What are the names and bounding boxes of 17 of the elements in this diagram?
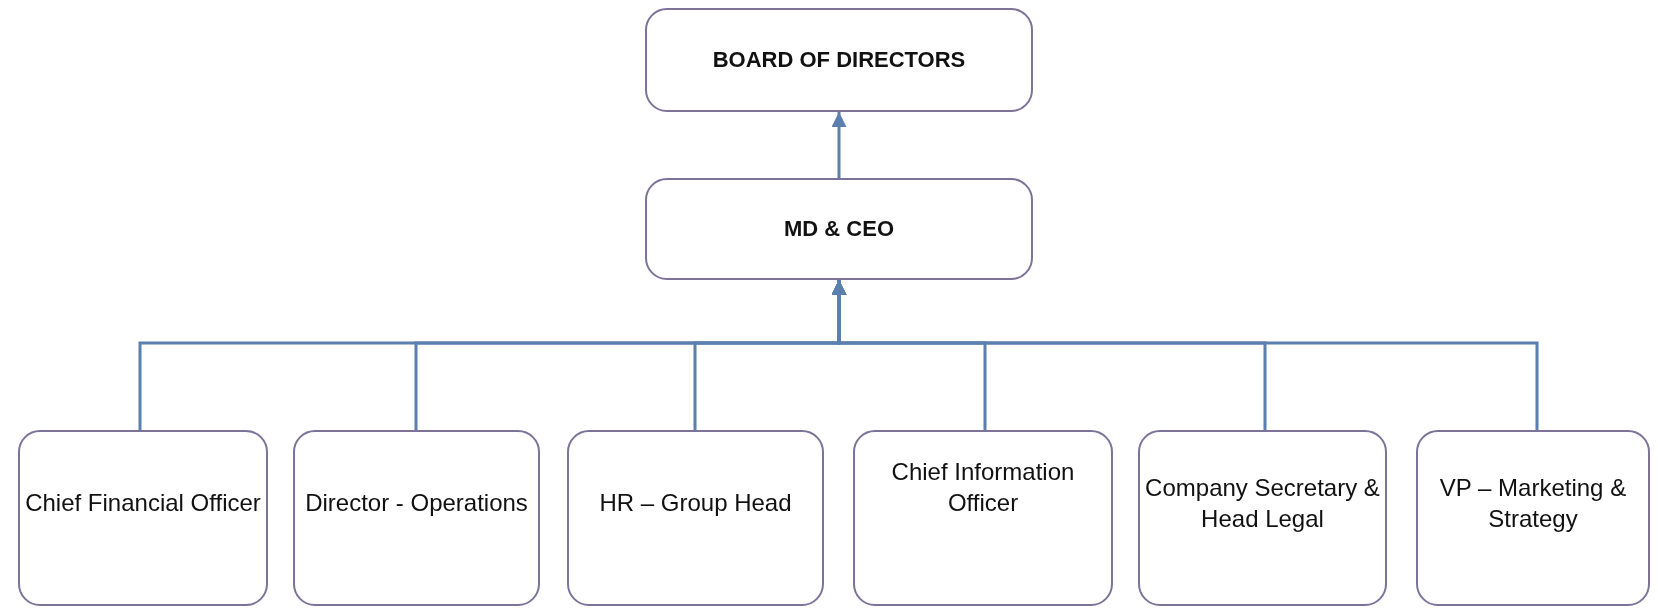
role-title: Director - Operations [305, 488, 528, 519]
position-box [1416, 430, 1650, 606]
position-box [567, 430, 824, 606]
role-title: Chief Information Officer [890, 456, 1076, 518]
role-box [645, 178, 1033, 280]
role-title: HR – Group Head [599, 488, 792, 519]
role-box [645, 8, 1033, 112]
role-title: MD & CEO [784, 214, 894, 243]
position-box [1138, 430, 1387, 606]
role-title: VP – Marketing & Strategy [1438, 472, 1628, 534]
position-box [293, 430, 540, 606]
role-title: Company Secretary & Head Legal [1144, 472, 1381, 534]
role-title: BOARD OF DIRECTORS [712, 45, 966, 74]
position-box [853, 430, 1113, 606]
connector-arrow [831, 112, 847, 178]
role-title: Chief Financial Officer [25, 488, 261, 519]
position-box [18, 430, 268, 606]
